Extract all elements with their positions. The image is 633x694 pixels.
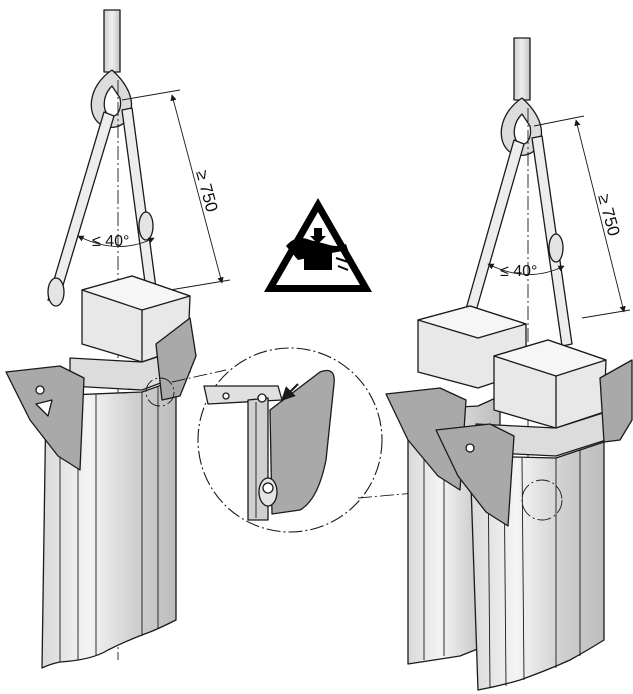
right-bracket-front-left [435, 423, 515, 527]
right-sling-shackle-right [548, 233, 564, 263]
left-dimension-line [170, 94, 224, 284]
hand-crush-warning-icon [286, 228, 349, 271]
left-angle-arc [77, 235, 155, 247]
left-sling-shackle-right [138, 211, 154, 241]
right-dimension-label: ≥ 750 [594, 192, 623, 238]
left-angle-label: ≤ 40° [92, 233, 129, 250]
left-crane-rope [103, 9, 121, 73]
left-bracket-left [5, 365, 85, 471]
right-crane-rope [513, 37, 531, 101]
detail-bracket [269, 369, 335, 515]
right-angle-label: ≤ 40° [500, 263, 537, 280]
detail-arrow [281, 383, 299, 401]
right-dimension-line [574, 119, 626, 313]
left-dimension-label: ≥ 750 [192, 168, 221, 214]
right-bracket-front-right [599, 359, 633, 443]
left-detail-marker [145, 377, 175, 407]
right-detail-marker [521, 479, 563, 521]
right-angle-arc [487, 263, 565, 275]
left-sling-left [47, 111, 115, 303]
right-sling-left [459, 139, 525, 333]
warning-sign [264, 198, 372, 292]
right-bracket-back [385, 387, 467, 491]
detail-view [171, 347, 541, 533]
right-assembly: ≤ 40° ≥ 750 [385, 37, 633, 691]
left-assembly: ≤ 40° ≥ 750 [5, 9, 231, 669]
left-sling-shackle-left [47, 277, 65, 307]
